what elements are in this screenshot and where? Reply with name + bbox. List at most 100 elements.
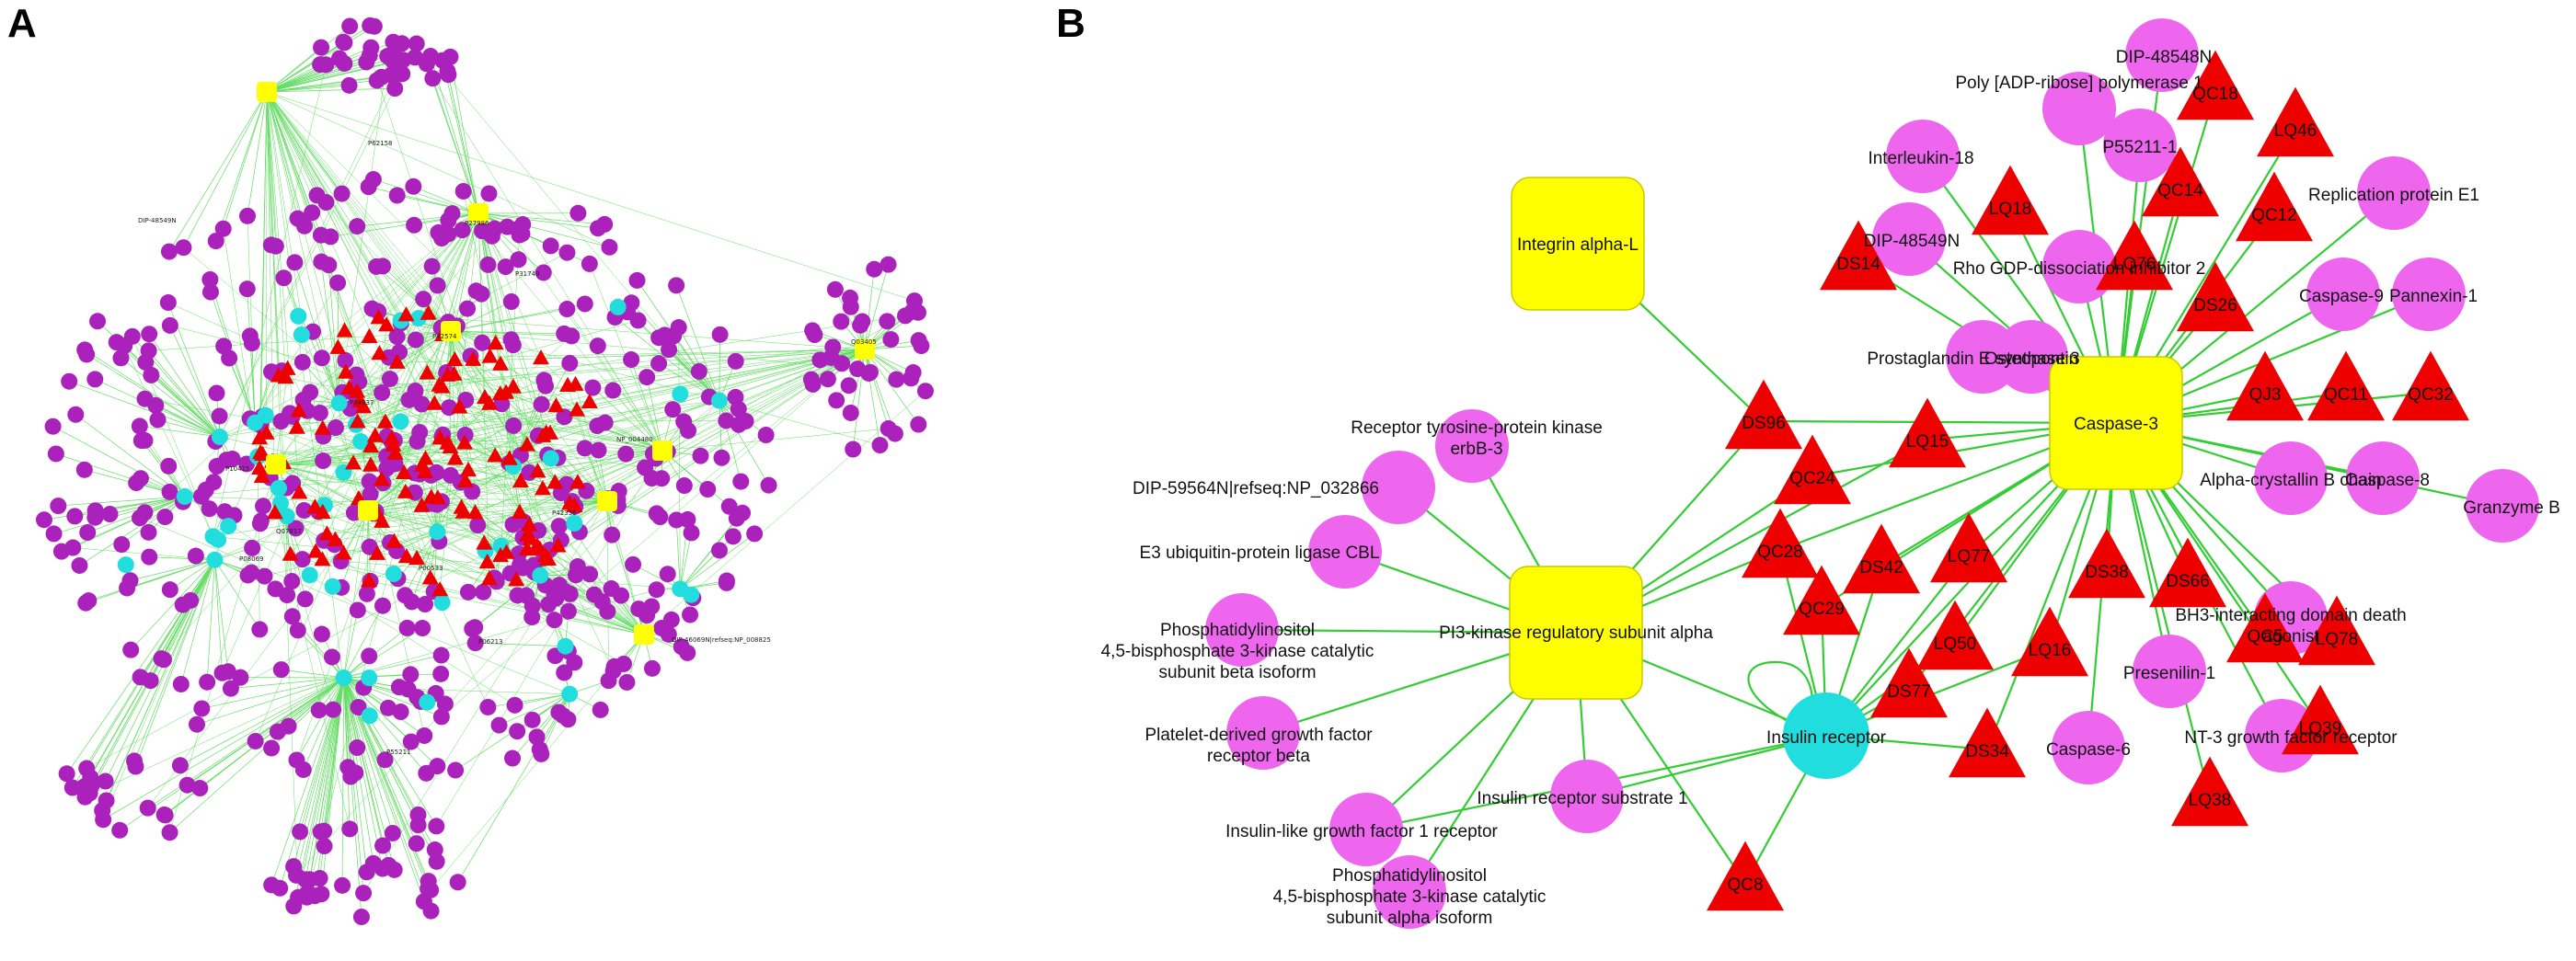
network-a-protein-node: [820, 371, 836, 387]
network-a-protein-node: [613, 588, 629, 604]
network-a-protein-node: [141, 326, 157, 342]
network-a-protein-node: [746, 525, 763, 542]
network-a-protein-node: [905, 364, 922, 381]
network-a-protein-node: [660, 566, 676, 582]
network-a-edge: [267, 92, 609, 247]
network-a-edge: [267, 92, 578, 483]
network-a-protein-node: [833, 314, 849, 330]
network-a-protein-node: [67, 406, 84, 423]
network-a-protein-node: [843, 299, 859, 315]
network-a-protein-node: [546, 612, 563, 628]
network-a-protein-node: [324, 648, 340, 665]
network-a-protein-node: [543, 237, 559, 254]
network-a-node-label: Q07817: [276, 528, 302, 535]
network-a-protein-node: [212, 407, 228, 424]
network-a-protein-node: [699, 481, 716, 498]
network-a-protein-node: [507, 697, 523, 714]
network-a-protein-node: [77, 595, 94, 612]
network-a-protein-node: [50, 498, 66, 514]
network-a-protein-node: [728, 353, 744, 370]
network-a-protein-node: [629, 272, 646, 289]
network-b-compound-label: QC32: [2408, 385, 2454, 405]
network-a-protein-node: [447, 762, 464, 779]
network-a-edge: [458, 694, 569, 883]
network-a-protein-node: [443, 467, 459, 484]
network-b-protein-label: DIP-48548N: [2116, 48, 2213, 67]
network-a-protein-node: [466, 619, 483, 635]
network-b-compound-label: QC12: [2251, 206, 2297, 225]
network-a-cyan-node: [212, 429, 228, 445]
network-a-protein-node: [558, 245, 575, 261]
network-a-cyan-node: [566, 515, 582, 532]
network-a-protein-node: [524, 712, 541, 728]
network-a-node-label: P04637: [350, 399, 374, 406]
network-a-edge: [676, 520, 680, 589]
network-a-protein-node: [649, 505, 665, 521]
network-a-compound-node: [505, 378, 522, 393]
network-a-protein-node: [314, 349, 330, 366]
network-a-protein-node: [172, 757, 189, 773]
network-a-protein-node: [405, 178, 421, 195]
network-a-protein-node: [460, 584, 477, 601]
network-b-protein-label: P55211-1: [2103, 138, 2178, 157]
network-a-protein-node: [79, 524, 96, 541]
network-a-cyan-node: [532, 567, 548, 584]
network-a-protein-node: [419, 55, 435, 72]
network-a-protein-node: [193, 700, 210, 716]
network-a-protein-node: [719, 573, 735, 589]
network-a-cyan-node: [220, 518, 236, 534]
network-a-protein-node: [285, 858, 302, 875]
network-b-protein-label: DIP-48549N: [1864, 232, 1961, 251]
network-a-protein-node: [71, 557, 87, 574]
network-a-protein-node: [469, 517, 486, 533]
network-a-protein-node: [136, 504, 153, 521]
network-b-protein-label: Insulin receptor substrate 1: [1477, 789, 1687, 808]
network-a-protein-node: [136, 432, 153, 449]
network-b-compound-label: LQ78: [2316, 630, 2358, 649]
network-a-protein-node: [416, 893, 432, 910]
network-a-protein-node: [584, 380, 601, 396]
network-a-edge: [170, 678, 344, 832]
network-a-protein-node: [409, 433, 426, 450]
network-a-protein-node: [173, 676, 190, 692]
network-a-protein-node: [362, 40, 379, 56]
network-a-protein-node: [309, 187, 326, 203]
network-a-protein-node: [679, 645, 696, 661]
network-a-protein-node: [911, 332, 927, 349]
network-b-protein-label: Replication protein E1: [2308, 186, 2479, 205]
network-b-compound-label: QC8: [1727, 875, 1763, 895]
network-a-edge: [180, 678, 344, 765]
network-b-protein-label: Insulin-like growth factor 1 receptor: [1225, 822, 1498, 841]
network-a-protein-node: [341, 77, 358, 94]
network-a-cyan-node: [361, 669, 377, 686]
network-a-protein-node: [504, 750, 521, 767]
network-a-protein-node: [157, 807, 174, 823]
network-a-protein-node: [358, 54, 374, 71]
network-a-protein-node: [143, 672, 159, 689]
network-a-protein-node: [871, 437, 888, 453]
network-a-protein-node: [160, 458, 177, 475]
network-a-protein-node: [828, 392, 845, 408]
network-a-protein-node: [406, 217, 422, 234]
network-a-protein-node: [140, 524, 156, 541]
network-a-protein-node: [625, 556, 641, 573]
network-a-edge: [865, 349, 889, 429]
network-a-protein-node: [297, 590, 314, 607]
network-b-compound-label: LQ50: [1934, 635, 1976, 654]
network-a-protein-node: [349, 739, 365, 756]
network-a-protein-node: [156, 509, 173, 525]
network-a-node-label: NP_004480: [616, 436, 653, 443]
network-a-protein-node: [263, 740, 280, 757]
network-a-protein-node: [804, 322, 821, 338]
network-a-protein-node: [650, 355, 667, 372]
network-a-protein-node: [827, 281, 844, 298]
network-a-protein-node: [408, 835, 425, 852]
network-b-compound-label: DS14: [1836, 255, 1880, 274]
network-a-cyan-node: [683, 587, 699, 603]
network-a-protein-node: [208, 384, 224, 401]
network-a-protein-node: [275, 269, 292, 286]
network-a-protein-node: [556, 664, 572, 681]
network-a-protein-node: [191, 780, 208, 796]
network-a-protein-node: [45, 418, 62, 435]
network-a-cyan-node: [118, 556, 134, 573]
